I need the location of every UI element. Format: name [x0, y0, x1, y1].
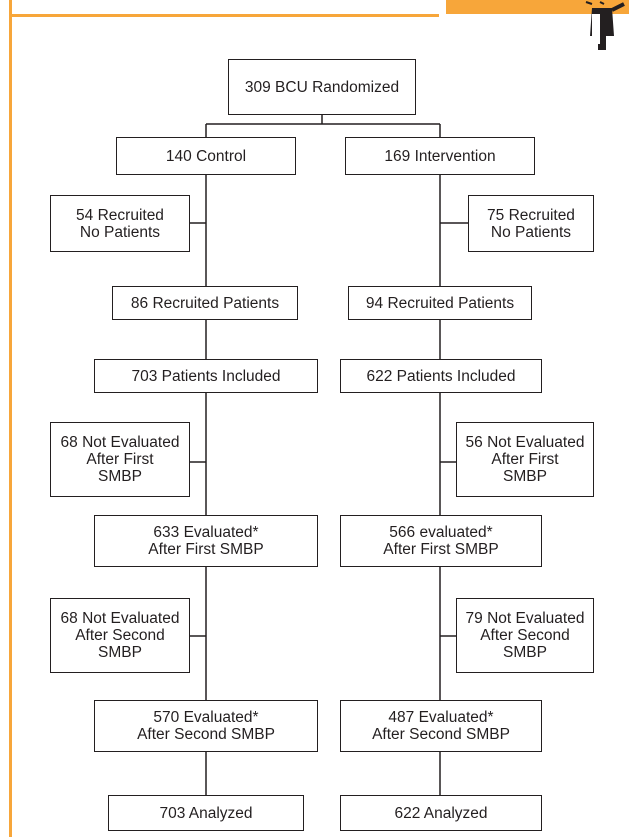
intervention-not-evaluated-second-box: 79 Not Evaluated After Second SMBP [456, 598, 594, 673]
randomized-box: 309 BCU Randomized [228, 59, 416, 115]
control-included-box: 703 Patients Included [94, 359, 318, 393]
intervention-arm-box: 169 Intervention [345, 137, 535, 175]
intervention-no-patients-box: 75 Recruited No Patients [468, 195, 594, 252]
intervention-analyzed-box: 622 Analyzed [340, 795, 542, 831]
page-frame-left-border [9, 0, 12, 837]
control-recruited-box: 86 Recruited Patients [112, 286, 298, 320]
intervention-evaluated-first-box: 566 evaluated* After First SMBP [340, 515, 542, 567]
control-arm-box: 140 Control [116, 137, 296, 175]
control-evaluated-first-box: 633 Evaluated* After First SMBP [94, 515, 318, 567]
control-not-evaluated-second-box: 68 Not Evaluated After Second SMBP [50, 598, 190, 673]
intervention-recruited-box: 94 Recruited Patients [348, 286, 532, 320]
corner-accent-tab [446, 0, 596, 14]
control-analyzed-box: 703 Analyzed [108, 795, 304, 831]
page-frame-top-border [9, 14, 439, 17]
person-figure-icon [578, 0, 629, 50]
intervention-included-box: 622 Patients Included [340, 359, 542, 393]
control-not-evaluated-first-box: 68 Not Evaluated After First SMBP [50, 422, 190, 497]
intervention-evaluated-second-box: 487 Evaluated* After Second SMBP [340, 700, 542, 752]
intervention-not-evaluated-first-box: 56 Not Evaluated After First SMBP [456, 422, 594, 497]
control-no-patients-box: 54 Recruited No Patients [50, 195, 190, 252]
control-evaluated-second-box: 570 Evaluated* After Second SMBP [94, 700, 318, 752]
